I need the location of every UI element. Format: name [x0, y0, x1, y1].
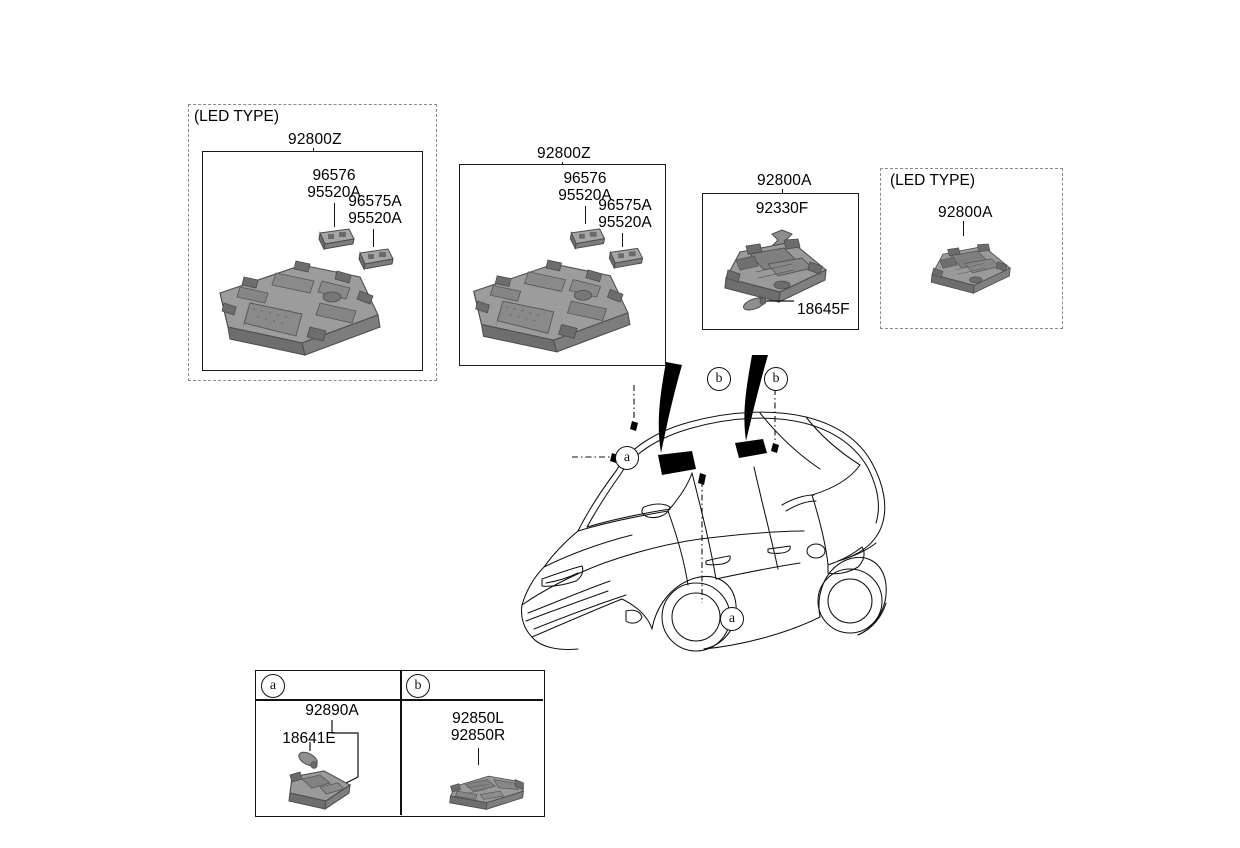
panel-1-label-line-4: 95520A — [348, 209, 402, 227]
legend-table-column-divider — [400, 670, 402, 815]
panel-1-label-a-leader — [334, 203, 336, 227]
panel-4-room-lamp-art — [930, 243, 1011, 294]
legend-table-header-divider — [255, 699, 543, 701]
callout-a-bottom-marker: a — [720, 607, 744, 631]
pointer-arrow-right — [744, 355, 768, 441]
panel-2-label-a-leader — [585, 206, 587, 224]
legend-label-92850R: 92850R — [446, 727, 510, 745]
pointer-arrow-left — [658, 362, 682, 453]
roof-marker-b-left — [630, 421, 638, 431]
legend-label-92850L: 92850L — [446, 710, 510, 728]
panel-4-title-leader — [963, 221, 965, 236]
roof-patch-front — [658, 451, 696, 475]
panel-3-label-92330F: 92330F — [742, 200, 822, 218]
legend-b-leader — [478, 748, 480, 765]
panel-1-overhead-console-art — [219, 228, 394, 356]
panel-2-label-b-leader — [622, 233, 624, 247]
panel-1-label-96576: 96576 95520A — [294, 167, 374, 201]
door-marker-a — [698, 473, 706, 485]
callout-b-left-marker: b — [707, 367, 731, 391]
panel-2-overhead-console-art — [473, 228, 644, 353]
legend-a-label-2: 18641E — [282, 730, 336, 747]
panel-2-title: 92800Z — [537, 145, 591, 162]
panel-4-title: 92800A — [938, 204, 993, 221]
legend-cell-b-marker: b — [406, 674, 430, 698]
legend-cell-a-art — [288, 720, 359, 811]
panel-3-label-18645F: 18645F — [797, 301, 850, 319]
panel-3-title: 92800A — [757, 172, 812, 189]
panel-1-label-b-leader — [373, 229, 375, 247]
panel-1-title: 92800Z — [288, 131, 342, 148]
legend-b-label-1: 92850L — [452, 710, 504, 727]
panel-1-label-line-2: 95520A — [307, 183, 361, 201]
roof-patch-rear — [735, 439, 767, 458]
legend-cell-b-art — [449, 775, 525, 811]
panel-3-label-line-2: 18645F — [797, 301, 850, 318]
panel-2-label-line-3: 96575A — [598, 197, 652, 214]
vehicle-illustration — [521, 355, 887, 652]
legend-label-92890A: 92890A — [300, 702, 364, 720]
panel-3-room-lamp-art — [724, 229, 828, 311]
panel-2-label-line-2: 95520A — [558, 186, 612, 204]
panel-4-dashed-border — [880, 168, 1063, 329]
panel-2-label-line-1: 96576 — [563, 170, 607, 187]
legend-cell-a-marker: a — [261, 674, 285, 698]
panel-1-label-line-3: 96575A — [348, 193, 402, 210]
panel-3-label-line-1: 92330F — [755, 200, 809, 217]
panel-4-led-type-tag: (LED TYPE) — [890, 172, 975, 189]
panel-1-dashed-border — [188, 104, 437, 381]
callout-b-right-marker: b — [764, 367, 788, 391]
roof-marker-b-right — [771, 443, 779, 453]
legend-a-label-1: 92890A — [305, 702, 359, 719]
panel-2-label-line-4: 95520A — [598, 213, 652, 231]
callout-a-left-marker: a — [615, 446, 639, 470]
panel-1-led-type-tag: (LED TYPE) — [194, 108, 279, 125]
panel-1-label-96575A: 96575A 95520A — [335, 193, 415, 227]
panel-2-label-96575A: 96575A 95520A — [585, 197, 665, 231]
panel-2-label-96576: 96576 95520A — [545, 170, 625, 204]
panel-1-label-line-1: 96576 — [312, 167, 356, 184]
bulb-18641e — [298, 751, 318, 769]
legend-b-label-2: 92850R — [450, 727, 506, 744]
bulb-18645f — [743, 297, 794, 311]
legend-label-18641E: 18641E — [277, 730, 341, 748]
